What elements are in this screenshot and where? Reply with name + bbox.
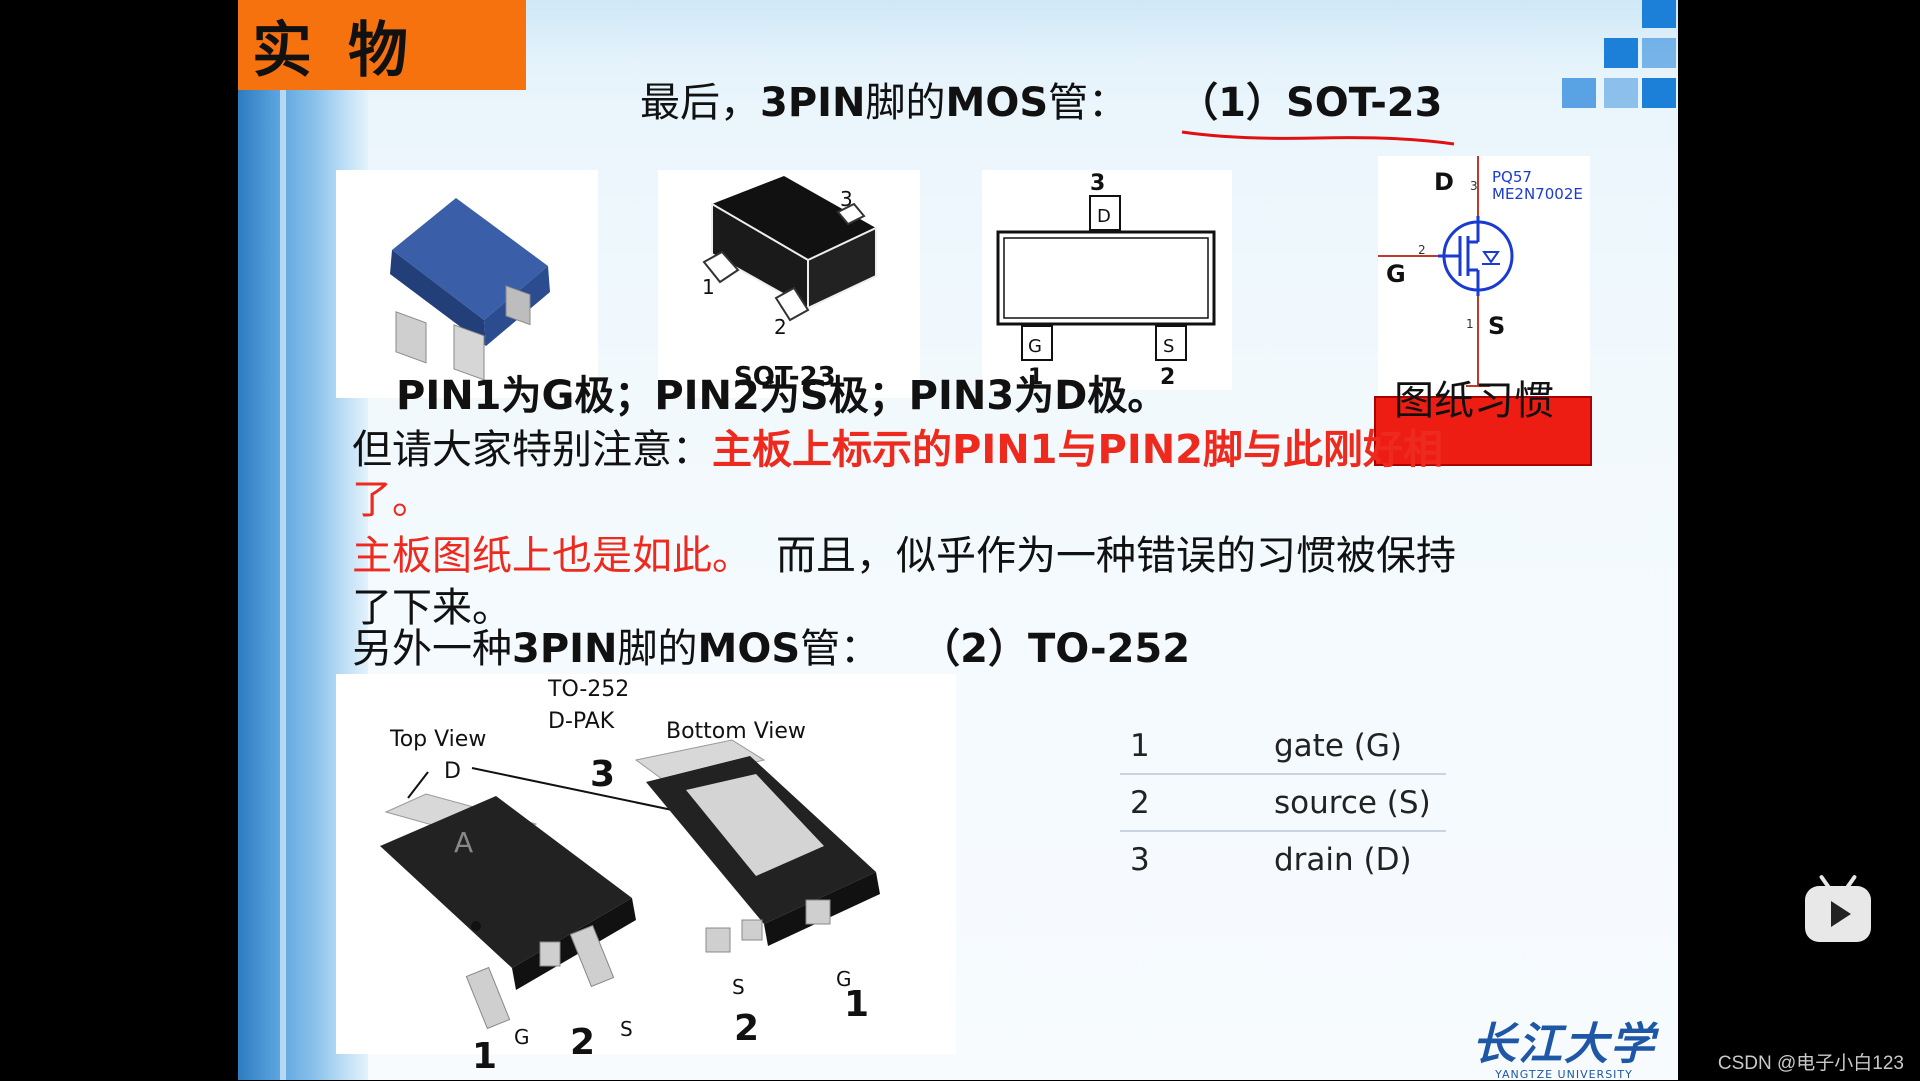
sot23-photo-blue bbox=[336, 170, 598, 398]
pin-letter: S bbox=[1163, 336, 1174, 357]
pin-num: 1 bbox=[1130, 727, 1150, 764]
section-badge: 实物 bbox=[238, 0, 526, 90]
pin-num: 2 bbox=[1130, 784, 1150, 821]
pin-function: drain (D) bbox=[1274, 841, 1412, 878]
heading-text: 3PIN bbox=[760, 80, 866, 126]
part-number: ME2N7002E bbox=[1492, 185, 1583, 203]
pin-function: source (S) bbox=[1274, 784, 1431, 821]
logo-cn: 长江大学 bbox=[1472, 1019, 1656, 1070]
red-highlight-box bbox=[1374, 396, 1592, 466]
pin-label: 1 bbox=[702, 275, 715, 299]
drain-label: D bbox=[444, 759, 461, 784]
pin-number: 1 bbox=[472, 1036, 497, 1077]
slide: 实物 最后，3PIN脚的MOS管：（1）SOT-23 1 2 3 bbox=[238, 0, 1678, 1081]
table-row: 1 gate (G) bbox=[1120, 718, 1446, 775]
package-label: D-PAK bbox=[548, 709, 615, 734]
decor-square bbox=[1604, 38, 1638, 68]
board-warning: 主板图纸上也是如此。 bbox=[352, 533, 752, 579]
pin-label: 2 bbox=[774, 315, 787, 339]
terminal-label: D bbox=[1434, 168, 1454, 196]
heading-text: 脚的 bbox=[617, 626, 698, 672]
heading-text: 3PIN bbox=[512, 626, 618, 672]
pin-definition-line: PIN1为G极；PIN2为S极；PIN3为D极。 bbox=[396, 373, 1168, 419]
note-warning: 主板上标示的PIN1与PIN2脚与此刚好相 bbox=[712, 427, 1444, 473]
heading-text: 另外一种 bbox=[352, 626, 512, 672]
heading-text: 管： bbox=[800, 626, 881, 672]
sot23-blue-chip-image bbox=[390, 198, 550, 381]
decor-square bbox=[1642, 78, 1676, 108]
terminal-label: S bbox=[1488, 312, 1505, 340]
sot23-caption: SOT-23 bbox=[734, 362, 836, 392]
decor-square bbox=[1604, 78, 1638, 108]
logo-en: YANGTZE UNIVERSITY bbox=[1495, 1068, 1633, 1081]
pin-number: 3 bbox=[1470, 179, 1478, 193]
heading-package: （1）SOT-23 bbox=[1178, 80, 1443, 126]
pin-function-table: 1 gate (G) 2 source (S) 3 drain (D) bbox=[1120, 718, 1446, 887]
heading-package: （2）TO-252 bbox=[920, 626, 1191, 672]
mosfet-schematic-image: PQ57 ME2N7002E 3 2 1 D G S bbox=[1378, 156, 1583, 387]
table-row: 3 drain (D) bbox=[1120, 832, 1446, 887]
pin-letter: S bbox=[620, 1017, 633, 1041]
package-label: TO-252 bbox=[547, 677, 629, 702]
pin-function: gate (G) bbox=[1274, 727, 1402, 764]
pin-letter: G bbox=[1028, 336, 1042, 357]
pin-number: 2 bbox=[1418, 243, 1426, 257]
decor-square bbox=[1642, 38, 1676, 68]
pin-letter: G bbox=[514, 1025, 530, 1049]
sot23-pinout-drawing: 3 D G S 1 2 bbox=[982, 170, 1232, 390]
heading-to252: 另外一种3PIN脚的MOS管： （2）TO-252 bbox=[352, 616, 1190, 674]
heading-text: 脚的 bbox=[865, 80, 946, 126]
play-icon bbox=[1831, 901, 1851, 927]
red-box-label: 图纸习惯 bbox=[1394, 378, 1554, 424]
play-button[interactable] bbox=[1805, 886, 1871, 942]
pin-number: 3 bbox=[590, 754, 615, 795]
pin-letter: S bbox=[732, 975, 745, 999]
sot23-black-chip-image: 1 2 3 bbox=[702, 176, 877, 339]
table-row: 2 source (S) bbox=[1120, 775, 1446, 832]
bottom-view-label: Bottom View bbox=[666, 719, 806, 744]
university-logo: 长江大学 YANGTZE UNIVERSITY bbox=[1464, 1008, 1664, 1081]
pin-number: 2 bbox=[734, 1008, 759, 1049]
note-prefix: 但请大家特别注意： bbox=[352, 427, 712, 473]
sot23-pinout-image: 3 D G S 1 2 bbox=[996, 171, 1216, 390]
note-line: 但请大家特别注意：主板上标示的PIN1与PIN2脚与此刚好相 bbox=[352, 428, 1443, 472]
pin-number: 1 bbox=[844, 984, 869, 1025]
top-decor-stripe bbox=[368, 0, 1678, 110]
to252-drawing: TO-252 D-PAK Top View Bottom View D 3 A … bbox=[336, 674, 956, 1077]
mosfet-schematic: PQ57 ME2N7002E 3 2 1 D G S bbox=[1378, 156, 1590, 396]
pin-label: 3 bbox=[840, 187, 853, 211]
note-continuation: 了。 bbox=[352, 477, 432, 523]
pin-number: 1 bbox=[1028, 365, 1043, 390]
pin-number: 1 bbox=[1466, 317, 1474, 331]
board-continuation: 了下来。 bbox=[352, 585, 512, 631]
heading-text: 最后， bbox=[640, 80, 760, 126]
heading-text: 管： bbox=[1048, 80, 1129, 126]
decor-square bbox=[1642, 0, 1676, 28]
heading-text: MOS bbox=[945, 80, 1049, 126]
svg-text:A: A bbox=[454, 826, 473, 859]
board-line: 主板图纸上也是如此。而且，似乎作为一种错误的习惯被保持 bbox=[352, 534, 1456, 578]
sot23-photo-black: 1 2 3 bbox=[658, 170, 920, 398]
board-habit: 而且，似乎作为一种错误的习惯被保持 bbox=[776, 533, 1456, 579]
pin-number: 2 bbox=[570, 1022, 595, 1063]
pin-number: 2 bbox=[1160, 365, 1175, 390]
top-view-label: Top View bbox=[389, 727, 486, 752]
pin-letter: D bbox=[1097, 206, 1111, 227]
pin-letter: G bbox=[836, 967, 852, 991]
red-underline-stroke bbox=[1181, 130, 1455, 146]
pin-number: 3 bbox=[1090, 171, 1105, 196]
pin-num: 3 bbox=[1130, 841, 1150, 878]
heading-sot23: 最后，3PIN脚的MOS管： （1）SOT-23 bbox=[640, 70, 1442, 128]
part-ref: PQ57 bbox=[1492, 168, 1532, 186]
to252-image: TO-252 D-PAK Top View Bottom View D 3 A … bbox=[380, 677, 880, 1077]
heading-text: MOS bbox=[697, 626, 801, 672]
decor-square bbox=[1562, 78, 1596, 108]
terminal-label: G bbox=[1386, 260, 1406, 288]
badge-label: 实物 bbox=[252, 15, 444, 86]
watermark: CSDN @电子小白123 bbox=[1717, 1053, 1904, 1074]
